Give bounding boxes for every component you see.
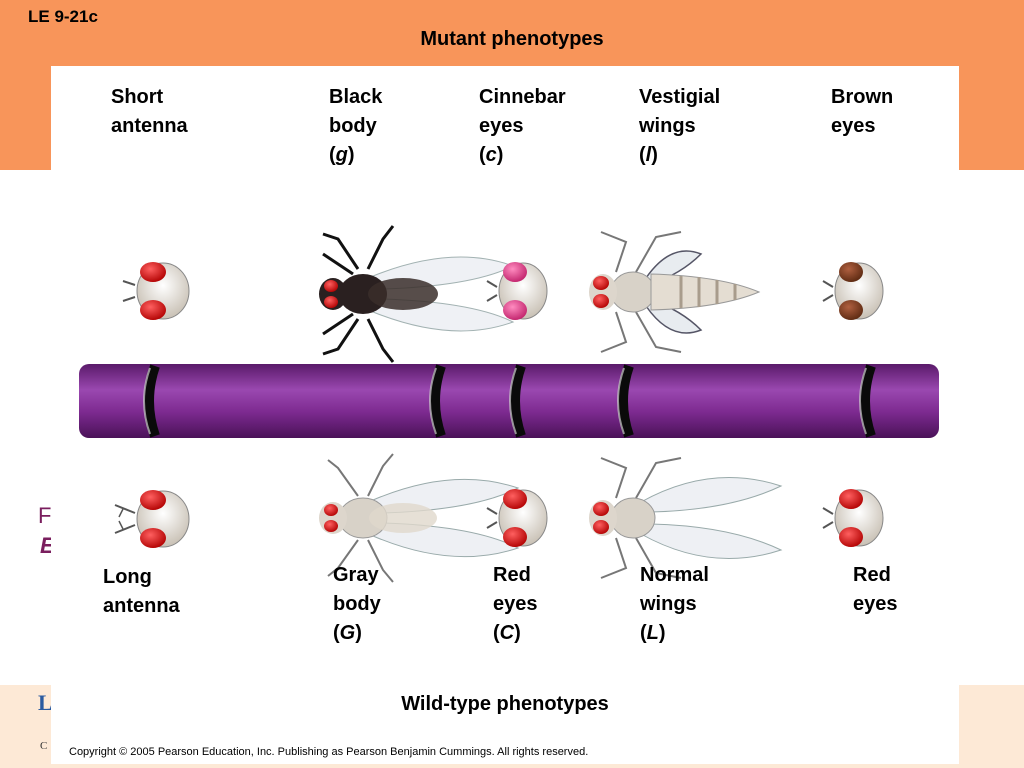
copyright-notice: Copyright © 2005 Pearson Education, Inc.… [69, 746, 589, 758]
slide-id: LE 9-21c [28, 7, 98, 26]
normal-wing-fly [589, 457, 783, 579]
wild-type-phenotypes-title: Wild-type phenotypes [401, 693, 609, 715]
brown-eye-head [822, 262, 884, 320]
vestigial-wing-fly [589, 231, 761, 353]
red-eye-head [486, 489, 548, 547]
long-antenna-head [114, 490, 190, 548]
slide-text-fragment: C [40, 740, 48, 752]
gene-bands [144, 364, 876, 438]
black-body-fly [319, 225, 515, 363]
mutant-phenotypes-title: Mutant phenotypes [420, 28, 604, 50]
short-antenna-head [122, 262, 190, 320]
chromosome-illustration [79, 225, 939, 583]
red-eye-head [822, 489, 884, 547]
cinnabar-eye-head [486, 262, 548, 320]
slide-text-fragment: F [38, 503, 52, 528]
gray-body-fly [319, 453, 520, 583]
chromosome [79, 364, 939, 438]
slide-text-fragment: L [38, 690, 53, 715]
